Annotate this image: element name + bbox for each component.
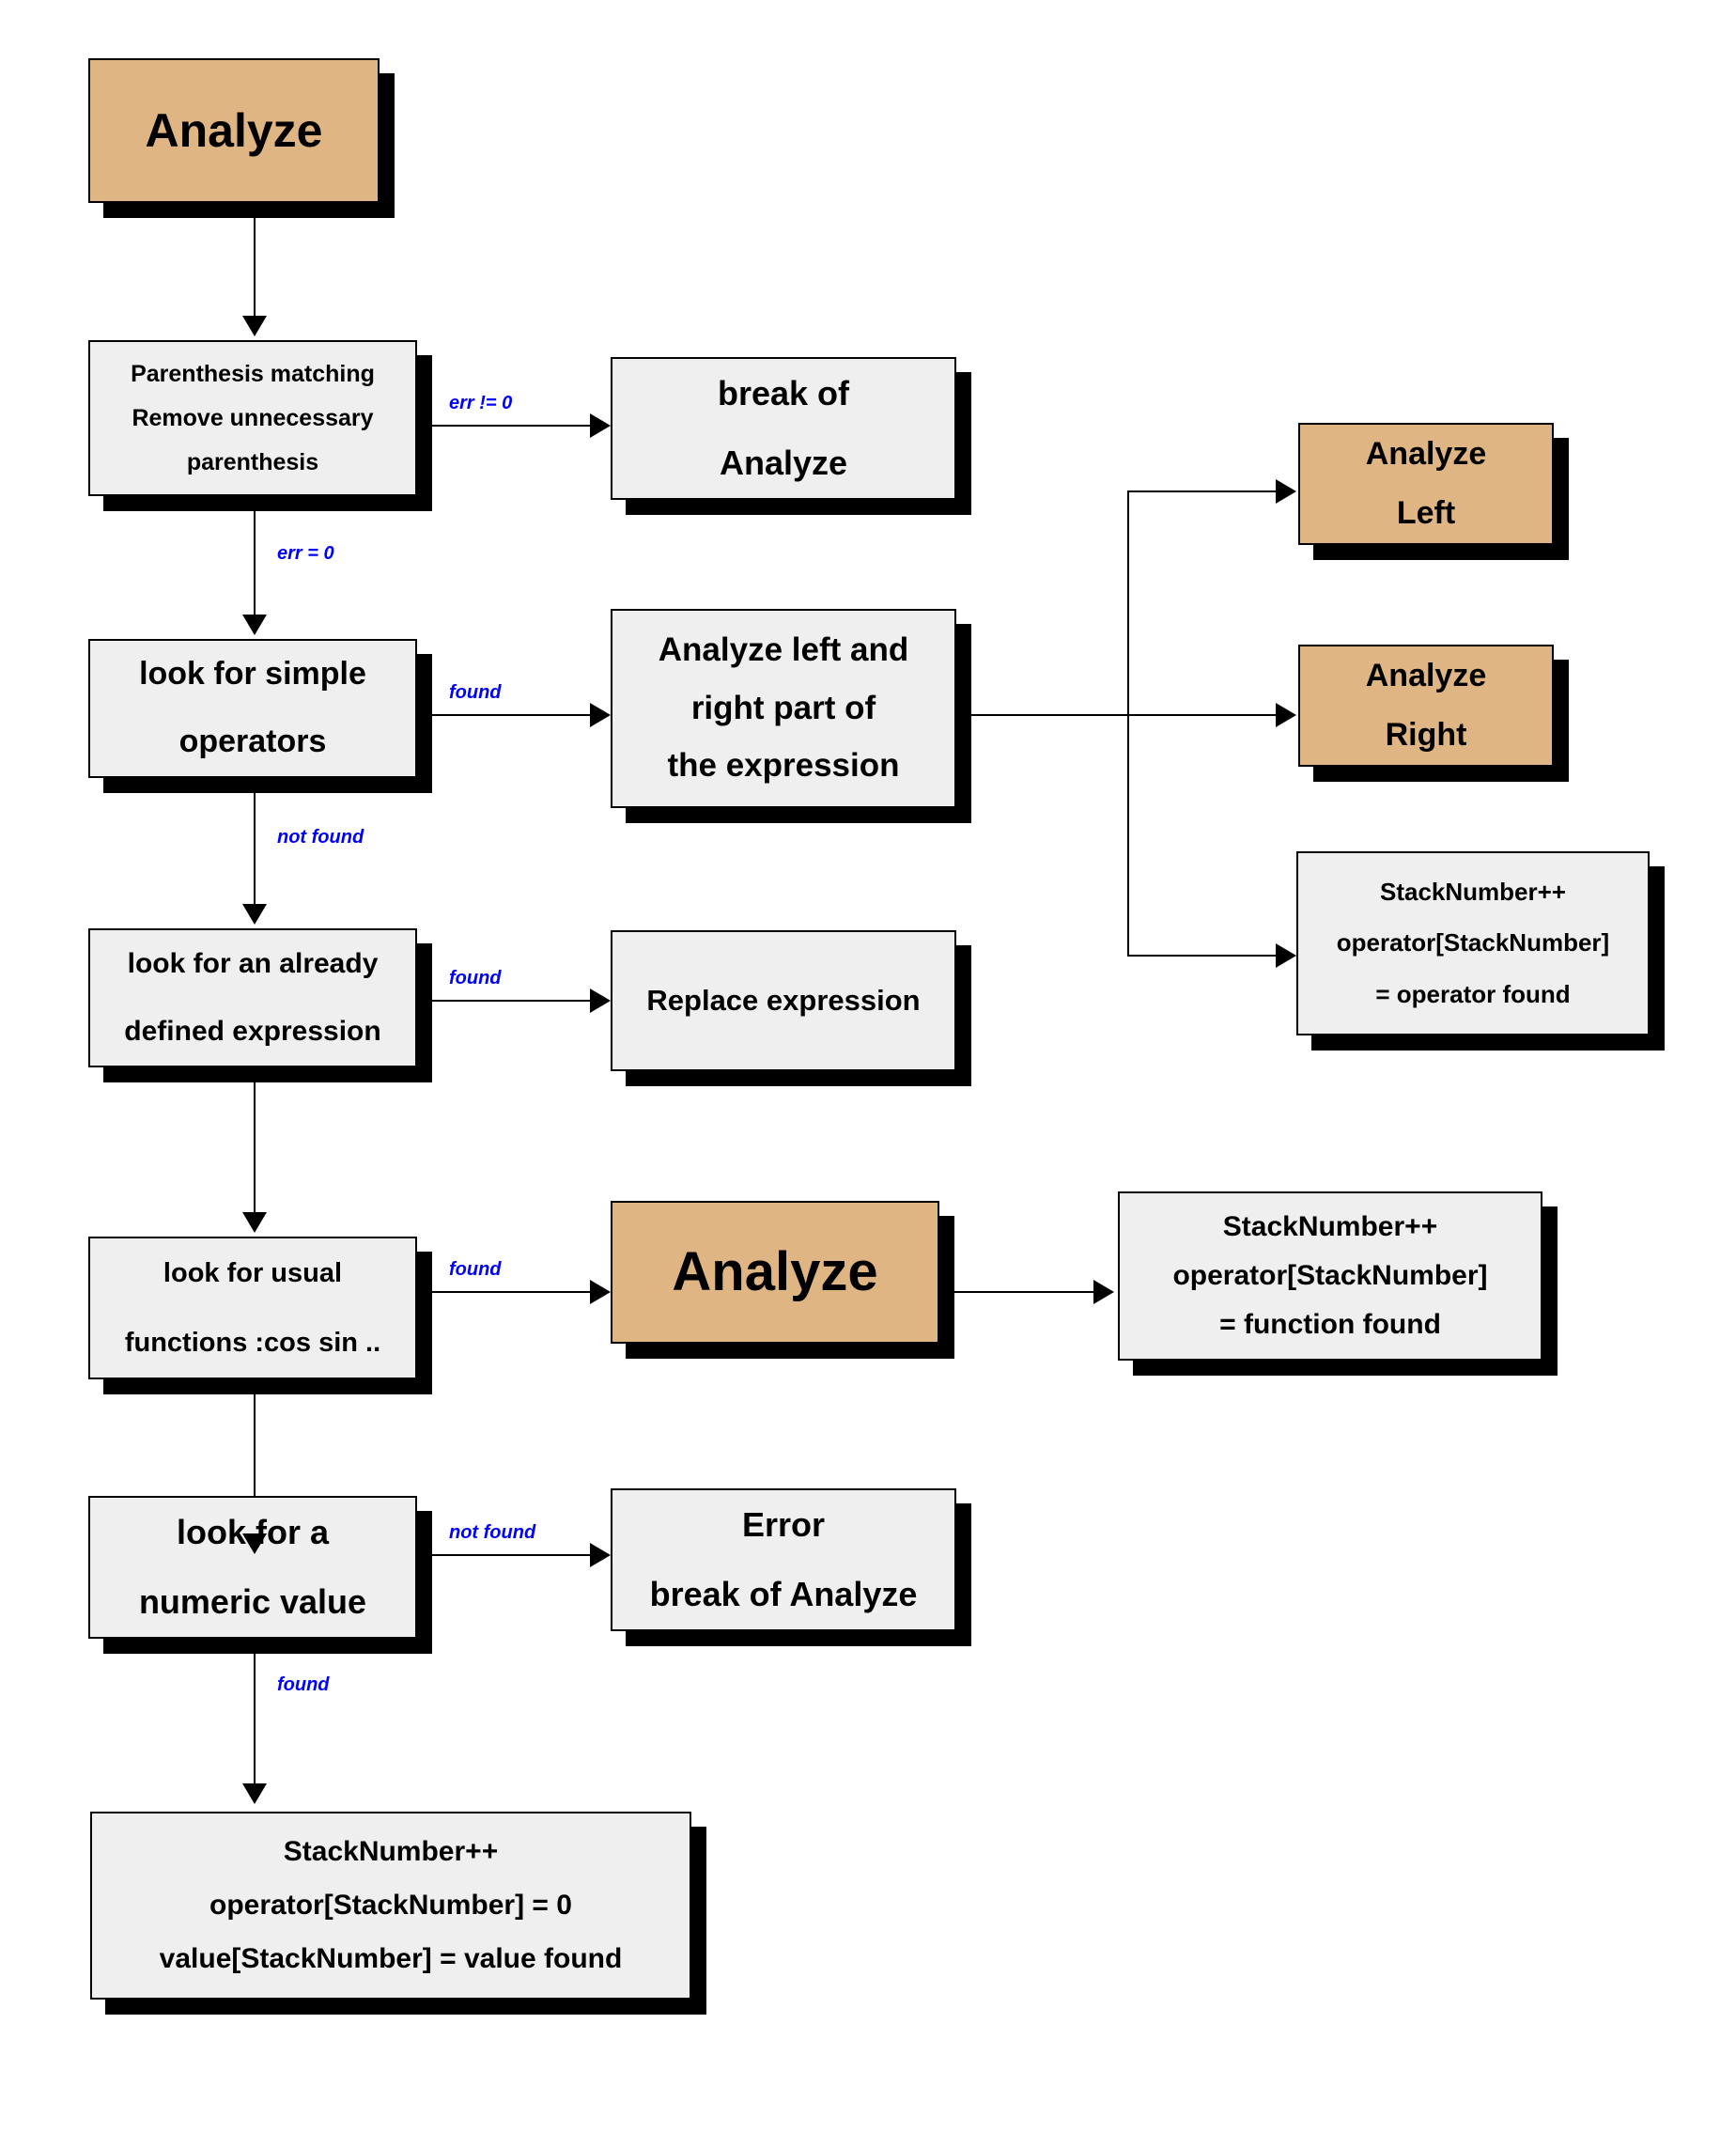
node-analyze-left[interactable]: Analyze Left [1298, 423, 1554, 545]
stack-function-line2: operator[StackNumber] [1172, 1260, 1488, 1292]
connector-numeric-not-found [432, 1554, 601, 1556]
edge-label-functions-found: found [449, 1259, 502, 1280]
stack-operator-line3: = operator found [1375, 980, 1571, 1009]
node-look-for-numeric-value[interactable]: look for a numeric value [88, 1496, 417, 1639]
stack-operator-line2: operator[StackNumber] [1336, 928, 1610, 957]
error-break-line2: break of Analyze [649, 1575, 918, 1614]
edge-label-operators-not-found: not found [277, 827, 364, 848]
stack-operator-line1: StackNumber++ [1380, 877, 1566, 906]
connector-analyze-to-parenthesis [254, 203, 256, 321]
analyze-left-line2: Left [1396, 494, 1456, 531]
stack-value-line2: operator[StackNumber] = 0 [209, 1890, 572, 1922]
connector-expression-to-functions [254, 1067, 256, 1218]
node-look-for-defined-expression[interactable]: look for an already defined expression [88, 928, 417, 1067]
node-stack-operator-found[interactable]: StackNumber++ operator[StackNumber] = op… [1296, 851, 1650, 1035]
connector-operators-found [432, 714, 601, 716]
connector-to-stack-operator [1127, 955, 1287, 957]
node-analyze-right[interactable]: Analyze Right [1298, 645, 1554, 767]
node-look-for-usual-functions[interactable]: look for usual functions :cos sin .. [88, 1237, 417, 1379]
arrowhead-err-not-zero [590, 413, 611, 438]
arrowhead-analyze-to-parenthesis [242, 316, 267, 336]
edge-label-expression-found: found [449, 968, 502, 988]
connector-to-analyze-right [1127, 714, 1287, 716]
arrowhead-operators-not-found [242, 904, 267, 925]
node-replace-expression[interactable]: Replace expression [611, 930, 956, 1071]
edge-label-numeric-not-found: not found [449, 1522, 536, 1543]
defined-expression-line1: look for an already [127, 948, 379, 980]
simple-operators-line2: operators [178, 724, 327, 760]
node-stack-value-found[interactable]: StackNumber++ operator[StackNumber] = 0 … [90, 1812, 691, 2000]
parenthesis-line2: Remove unnecessary [132, 404, 374, 431]
arrowhead-err-zero [242, 615, 267, 635]
node-error-break-of-analyze[interactable]: Error break of Analyze [611, 1488, 956, 1631]
stack-value-line1: StackNumber++ [283, 1836, 499, 1868]
node-break-of-analyze[interactable]: break of Analyze [611, 357, 956, 500]
connector-fanout-spine [1127, 490, 1129, 957]
node-look-for-simple-operators[interactable]: look for simple operators [88, 639, 417, 778]
simple-operators-line1: look for simple [139, 656, 366, 693]
node-stack-function-found[interactable]: StackNumber++ operator[StackNumber] = fu… [1118, 1191, 1542, 1361]
connector-functions-found [432, 1291, 601, 1293]
connector-err-not-zero [432, 425, 601, 427]
error-break-line1: Error [741, 1505, 826, 1545]
connector-numeric-found [254, 1639, 256, 1791]
arrowhead-to-analyze-left [1276, 479, 1296, 504]
break-analyze-line2: Analyze [719, 444, 848, 483]
node-analyze-start[interactable]: Analyze [88, 58, 380, 203]
connector-operators-not-found [254, 778, 256, 910]
node-parenthesis-matching[interactable]: Parenthesis matching Remove unnecessary … [88, 340, 417, 496]
usual-functions-line2: functions :cos sin .. [124, 1327, 381, 1358]
arrowhead-to-stack-operator [1276, 943, 1296, 968]
connector-expression-found [432, 1000, 601, 1002]
arrowhead-operators-found [590, 703, 611, 727]
analyze-left-right-line2: right part of [690, 689, 876, 726]
arrowhead-expression-found [590, 988, 611, 1013]
stack-value-line3: value[StackNumber] = value found [159, 1943, 623, 1975]
edge-label-operators-found: found [449, 682, 502, 703]
node-analyze-recursive[interactable]: Analyze [611, 1201, 939, 1344]
arrowhead-to-analyze-right [1276, 703, 1296, 727]
arrowhead-numeric-not-found [590, 1543, 611, 1567]
defined-expression-line2: defined expression [124, 1016, 381, 1048]
analyze-recurse-line1: Analyze [672, 1240, 878, 1302]
analyze-left-right-line1: Analyze left and [658, 631, 909, 669]
arrowhead-numeric-found [242, 1783, 267, 1804]
stack-function-line3: = function found [1219, 1309, 1441, 1341]
edge-label-err-not-zero: err != 0 [449, 393, 513, 413]
connector-to-analyze-left [1127, 490, 1287, 492]
parenthesis-line1: Parenthesis matching [131, 360, 375, 387]
replace-expression-line1: Replace expression [646, 983, 921, 1017]
connector-fanout-stem [968, 714, 1129, 716]
usual-functions-line1: look for usual [163, 1257, 343, 1288]
connector-analyze-to-stack-function [951, 1291, 1101, 1293]
analyze-left-right-line3: the expression [667, 746, 900, 784]
analyze-right-line1: Analyze [1365, 657, 1487, 693]
arrowhead-expression-to-functions [242, 1212, 267, 1233]
parenthesis-line3: parenthesis [186, 448, 319, 475]
arrowhead-analyze-to-stack-function [1093, 1280, 1114, 1304]
node-analyze-left-and-right[interactable]: Analyze left and right part of the expre… [611, 609, 956, 808]
analyze-start-line1: Analyze [145, 103, 323, 157]
edge-label-numeric-found: found [277, 1674, 330, 1695]
break-analyze-line1: break of [717, 374, 850, 413]
analyze-right-line2: Right [1385, 716, 1467, 753]
numeric-value-line2: numeric value [138, 1582, 367, 1622]
connector-err-zero [254, 496, 256, 620]
connector-functions-to-numeric [254, 1379, 256, 1539]
stack-function-line1: StackNumber++ [1222, 1211, 1438, 1243]
edge-label-err-zero: err = 0 [277, 543, 334, 564]
analyze-left-line1: Analyze [1365, 435, 1487, 472]
arrowhead-functions-found [590, 1280, 611, 1304]
arrowhead-functions-to-numeric [242, 1533, 267, 1554]
